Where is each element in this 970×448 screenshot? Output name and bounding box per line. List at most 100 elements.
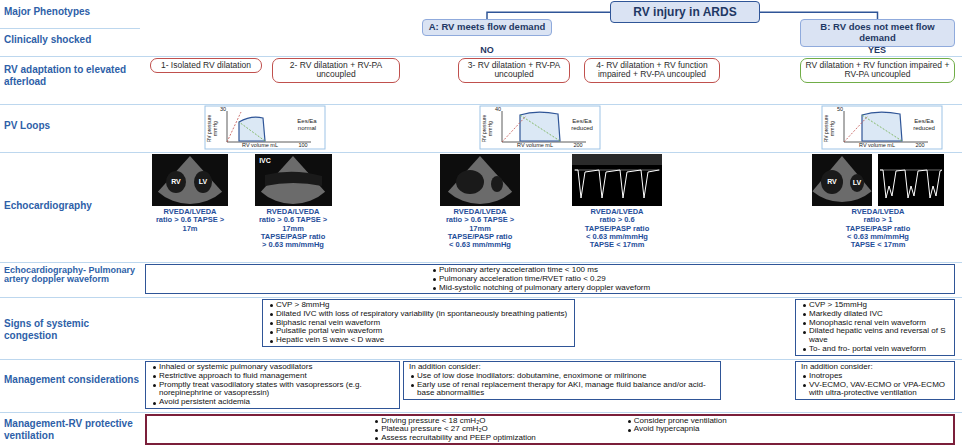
pv-loop-chart	[822, 106, 942, 149]
row-separator	[0, 412, 962, 413]
doppler-waveform	[575, 170, 659, 198]
image-label: RV	[168, 178, 184, 185]
axis-tick: 40	[492, 107, 501, 113]
bullet-text: Pulmonary artery acceleration time < 100…	[439, 265, 598, 274]
ees-line	[502, 116, 526, 142]
box-text: 1- Isolated RV dilatation	[161, 60, 251, 70]
text-item: 1- Isolated RV dilatation	[155, 61, 257, 70]
axis-title: RV volume mL	[235, 143, 285, 149]
bullet-dot	[803, 384, 806, 387]
row-label: RV adaptation to elevated afterload	[4, 64, 140, 87]
text-item: 3- RV dilatation + RV-PA uncoupled	[463, 61, 565, 80]
axis-title: RV pressure mmHg	[207, 111, 218, 147]
row-label: Management-RV protective ventilation	[4, 418, 140, 441]
ventilation-box: Driving pressure < 18 cmH₂OPlateau press…	[145, 414, 955, 445]
bullet-text: CVP > 8mmHg	[276, 300, 329, 309]
bullet-dot	[628, 420, 631, 423]
bullet-dot	[270, 313, 273, 316]
bullet-text: Promptly treat vasodilatory states with …	[159, 380, 362, 398]
text-item: Inotropes	[801, 372, 949, 381]
ees-line	[227, 112, 241, 142]
doppler-box: Pulmonary artery acceleration time < 100…	[145, 264, 955, 294]
bullet-text: Dilated hepatic veins and reversal of S …	[809, 326, 946, 344]
adaptation-box: 3- RV dilatation + RV-PA uncoupled	[458, 58, 570, 83]
image-label: LV	[195, 178, 211, 185]
bullet-dot	[375, 420, 378, 423]
echo-criteria: RVEDA/LVEDA ratio > 1 TAPSE/PASP ratio <…	[843, 208, 913, 249]
pv-axis	[502, 111, 503, 142]
bullet-dot	[153, 366, 156, 369]
heart-chamber	[194, 171, 212, 193]
vena-cava	[265, 172, 322, 186]
heart-chamber	[456, 170, 484, 194]
doppler-image	[572, 154, 662, 206]
bullet-dot	[803, 313, 806, 316]
heart-chamber	[166, 171, 186, 193]
row-separator	[0, 104, 962, 105]
text-item: In addition consider:	[409, 363, 715, 372]
text-item: Pulmonary acceleration time/RVET ratio <…	[431, 275, 949, 284]
bullet-text: Biphasic renal vein waveform	[276, 318, 380, 327]
management-box: In addition consider:InotropesVV-ECMO, V…	[795, 361, 955, 400]
heart-chamber	[491, 176, 503, 192]
bullet-text: Hepatic vein S wave < D wave	[276, 335, 384, 344]
connector	[487, 12, 610, 19]
text-item: Use of low dose inodilators: dobutamine,…	[409, 372, 715, 381]
bullet-dot	[375, 429, 378, 432]
row-label: Clinically shocked	[4, 34, 140, 46]
echo-background	[878, 154, 944, 206]
text-item: Markedly dilated IVC	[801, 310, 949, 319]
echo-image	[812, 154, 872, 206]
adaptation-box: 1- Isolated RV dilatation	[150, 58, 262, 73]
row-label: Management considerations	[4, 374, 140, 386]
bullet-dot	[433, 269, 436, 272]
row-separator	[0, 262, 962, 263]
bullet-dot	[433, 287, 436, 290]
axis-tick: 50	[834, 107, 843, 113]
text-item: Assess recruitability and PEEP optimizat…	[373, 434, 536, 442]
pv-axis	[844, 111, 845, 142]
row-separator	[0, 297, 962, 298]
echo-criteria: RVEDA/LVEDA ratio > 0.6 TAPSE > 17mm TAP…	[445, 208, 515, 249]
chart-note: Ees/Ea reduced	[566, 118, 598, 131]
heart-chamber	[821, 170, 843, 194]
echo-background	[152, 154, 228, 206]
axis-tick: 200	[570, 143, 586, 149]
row-label: Signs of systemic congestion	[4, 318, 140, 341]
bullet-dot	[433, 278, 436, 281]
row-separators	[0, 29, 962, 413]
echo-background	[255, 154, 332, 206]
box-text: 4- RV dilatation + RV function impaired …	[596, 60, 707, 79]
axis-title: RV pressure mmHg	[824, 111, 835, 147]
bullet-dot	[803, 375, 806, 378]
bullet-text: Early use of renal replacement therapy f…	[417, 380, 706, 398]
pv-loop-chart	[205, 106, 325, 149]
row-separator	[0, 28, 140, 29]
axis-title: RV volume mL	[510, 143, 560, 149]
text-item: Driving pressure < 18 cmH₂O	[373, 417, 536, 425]
bullet-text: Avoid hypercapnia	[634, 424, 700, 433]
bullet-text: VV-ECMO, VAV-ECMO or VPA-ECMO with ultra…	[809, 380, 945, 398]
bullet-text: Avoid persistent acidemia	[159, 397, 250, 406]
ea-line	[520, 115, 560, 141]
image-label: RV	[824, 178, 840, 185]
box-text: 2- RV dilatation + RV-PA uncoupled	[290, 60, 382, 79]
management-box: In addition consider:Use of low dose ino…	[403, 361, 721, 400]
echo-sector	[812, 156, 871, 202]
bullet-text: Restrictive approach to fluid management	[159, 371, 307, 380]
row-label: Echocardiography- Pulmonary artery doppl…	[4, 266, 140, 285]
text-item: In addition consider:	[801, 363, 949, 372]
pv-axis	[227, 111, 228, 142]
adaptation-box: 2- RV dilatation + RV-PA uncoupled	[272, 58, 400, 83]
bullet-dot	[375, 437, 378, 440]
text-item: A: RV meets flow demand	[427, 22, 547, 33]
box-text: A: RV meets flow demand	[429, 21, 546, 32]
pv-panel	[205, 106, 325, 149]
bullet-text: Driving pressure < 18 cmH₂O	[381, 416, 485, 425]
answer-label: YES	[857, 46, 897, 55]
text-item: Mid-systolic notching of pulmonary arter…	[431, 284, 949, 293]
phenotype-box: B: RV does not meet flow demand	[800, 19, 955, 47]
text-item: Monophasic renal vein waveform	[801, 319, 949, 328]
box-text: B: RV does not meet flow demand	[820, 21, 934, 43]
ea-line	[862, 115, 902, 141]
